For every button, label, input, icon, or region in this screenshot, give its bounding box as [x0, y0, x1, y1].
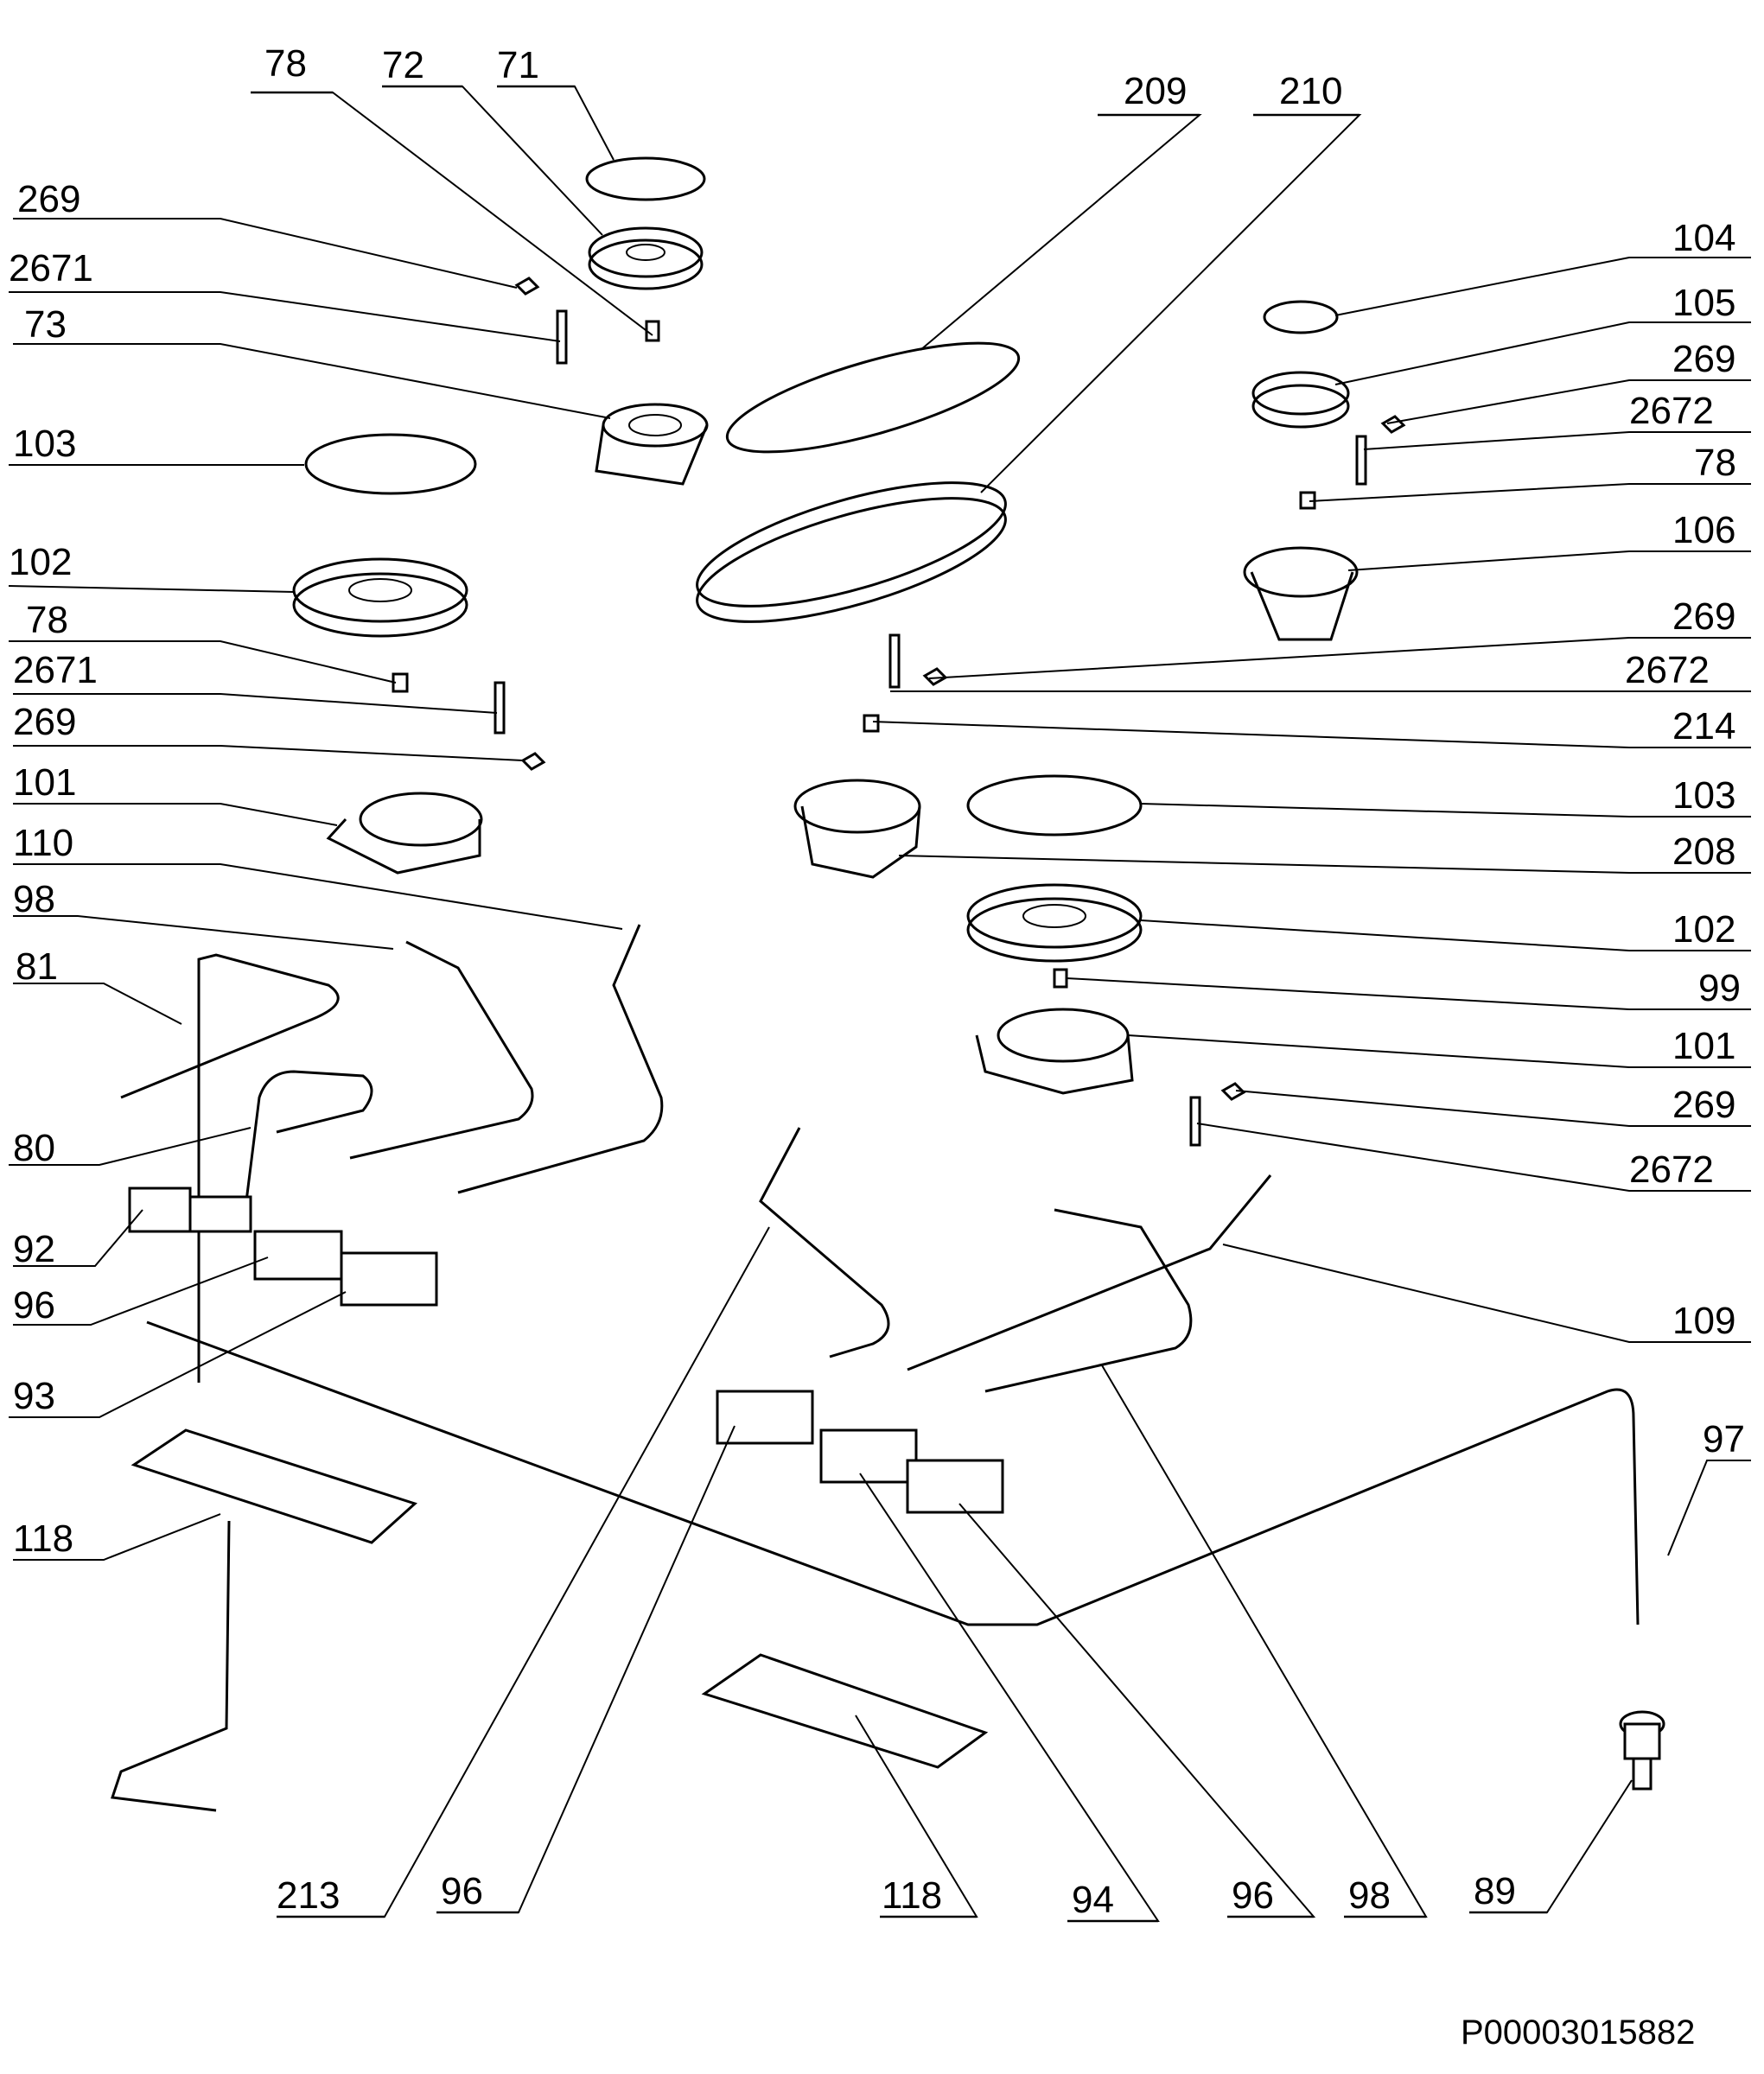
part-2671-electrode-a: [556, 309, 568, 365]
label-208: 208: [1672, 830, 1735, 873]
part-93-tap: [340, 1251, 438, 1307]
part-96-tap-center: [716, 1390, 814, 1445]
part-103-burner-cap-right: [966, 774, 1143, 837]
label-99: 99: [1698, 967, 1741, 1009]
label-78-right: 78: [1694, 442, 1736, 484]
label-2672-center: 2672: [1625, 649, 1710, 691]
label-101-right: 101: [1672, 1025, 1735, 1067]
part-269-clip-a: [514, 277, 540, 296]
label-underlines: [251, 85, 1547, 1923]
part-105-flame-spreader-right: [1251, 371, 1350, 429]
leader-lines: [8, 86, 1751, 1922]
label-104: 104: [1672, 217, 1735, 259]
label-78-left: 78: [26, 599, 68, 641]
part-102-flame-spreader-right: [966, 883, 1143, 963]
label-103-left: 103: [13, 423, 76, 465]
label-118-left: 118: [13, 1517, 73, 1560]
part-98-gas-pipe-left: [349, 940, 534, 1160]
part-213-gas-pipe: [759, 1127, 890, 1358]
label-103-right: 103: [1672, 774, 1735, 817]
label-96-right: 96: [1232, 1874, 1274, 1917]
part-92-valve: [128, 1187, 252, 1233]
label-214: 214: [1672, 705, 1735, 748]
label-109: 109: [1672, 1300, 1735, 1342]
label-269-center: 269: [1672, 595, 1735, 638]
part-73-burner-base: [595, 403, 709, 486]
part-269-clip-center: [922, 667, 948, 686]
part-103-burner-cap-left: [304, 433, 477, 495]
label-269-left-top: 269: [17, 178, 80, 220]
label-97: 97: [1703, 1418, 1745, 1460]
label-80: 80: [13, 1127, 55, 1169]
label-71: 71: [497, 44, 539, 86]
part-269-clip-b: [520, 752, 546, 771]
part-78-screw-a: [645, 320, 660, 342]
label-98-right: 98: [1348, 1874, 1391, 1917]
part-104-burner-cap-right: [1263, 300, 1339, 334]
part-118-lower-pipe: [110, 1520, 231, 1812]
part-118-bracket-left: [131, 1428, 417, 1544]
part-89-connector: [1619, 1710, 1665, 1791]
label-73: 73: [24, 303, 67, 346]
label-96-left: 96: [13, 1284, 55, 1326]
label-118-right: 118: [882, 1874, 942, 1917]
part-106-burner-base-right: [1243, 546, 1359, 641]
label-269-right: 269: [1672, 1084, 1735, 1126]
part-210-oval-burner: [696, 481, 1007, 623]
part-2672-electrode-e: [1189, 1096, 1201, 1147]
label-101-left: 101: [13, 761, 76, 804]
label-2672-right-top: 2672: [1629, 390, 1714, 432]
label-89: 89: [1474, 1870, 1516, 1912]
part-101-burner-base-right: [975, 1008, 1134, 1095]
label-92: 92: [13, 1228, 55, 1270]
label-105: 105: [1672, 282, 1735, 324]
label-2671-left-top: 2671: [9, 247, 93, 289]
label-209: 209: [1124, 70, 1187, 112]
part-118-bracket-right: [701, 1653, 989, 1769]
part-110-gas-pipe: [457, 924, 664, 1194]
part-94-tap: [819, 1428, 918, 1484]
part-214-screw: [863, 714, 880, 733]
label-2671-left: 2671: [13, 649, 98, 691]
label-106: 106: [1672, 509, 1735, 551]
label-269-right-top: 269: [1672, 338, 1735, 380]
label-269-left: 269: [13, 701, 76, 743]
label-210: 210: [1279, 70, 1342, 112]
label-102-right: 102: [1672, 908, 1735, 951]
part-97-main-manifold-pipe: [146, 1320, 1640, 1626]
part-96-tap-right: [906, 1459, 1004, 1514]
label-2672-right: 2672: [1629, 1148, 1714, 1191]
part-269-clip-e: [1220, 1082, 1246, 1101]
part-98-gas-pipe-right: [984, 1208, 1193, 1393]
part-102-flame-spreader-left: [292, 557, 468, 638]
label-213: 213: [277, 1874, 340, 1917]
label-110: 110: [13, 822, 73, 864]
label-102-left: 102: [9, 541, 72, 583]
part-2672-electrode-center: [888, 633, 901, 689]
part-labels: 78 72 71 209 210 269 2671 73 103 102 78 …: [9, 42, 1745, 1921]
label-81: 81: [16, 945, 58, 988]
part-269-clip-c: [1380, 415, 1406, 434]
label-94: 94: [1072, 1879, 1114, 1921]
part-99-screw: [1053, 968, 1068, 989]
part-80-gas-pipe: [245, 1070, 373, 1202]
part-81-gas-pipe: [120, 953, 340, 1383]
part-209-oval-cap: [725, 341, 1021, 454]
document-code: P00003015882: [1461, 2014, 1695, 2052]
part-2672-electrode-c: [1355, 435, 1367, 486]
part-101-burner-base-left: [326, 792, 483, 875]
part-2671-electrode-b: [494, 681, 506, 735]
part-96-tap-left: [253, 1230, 343, 1281]
label-78-top: 78: [264, 42, 307, 85]
part-72-flame-spreader: [588, 226, 704, 290]
part-109-gas-pipe: [907, 1174, 1272, 1371]
label-93: 93: [13, 1375, 55, 1417]
part-208-burner-base-center: [793, 779, 921, 879]
label-96-center: 96: [441, 1870, 483, 1912]
label-72: 72: [382, 44, 424, 86]
part-71-burner-cap: [585, 156, 706, 201]
label-98-left: 98: [13, 878, 55, 920]
